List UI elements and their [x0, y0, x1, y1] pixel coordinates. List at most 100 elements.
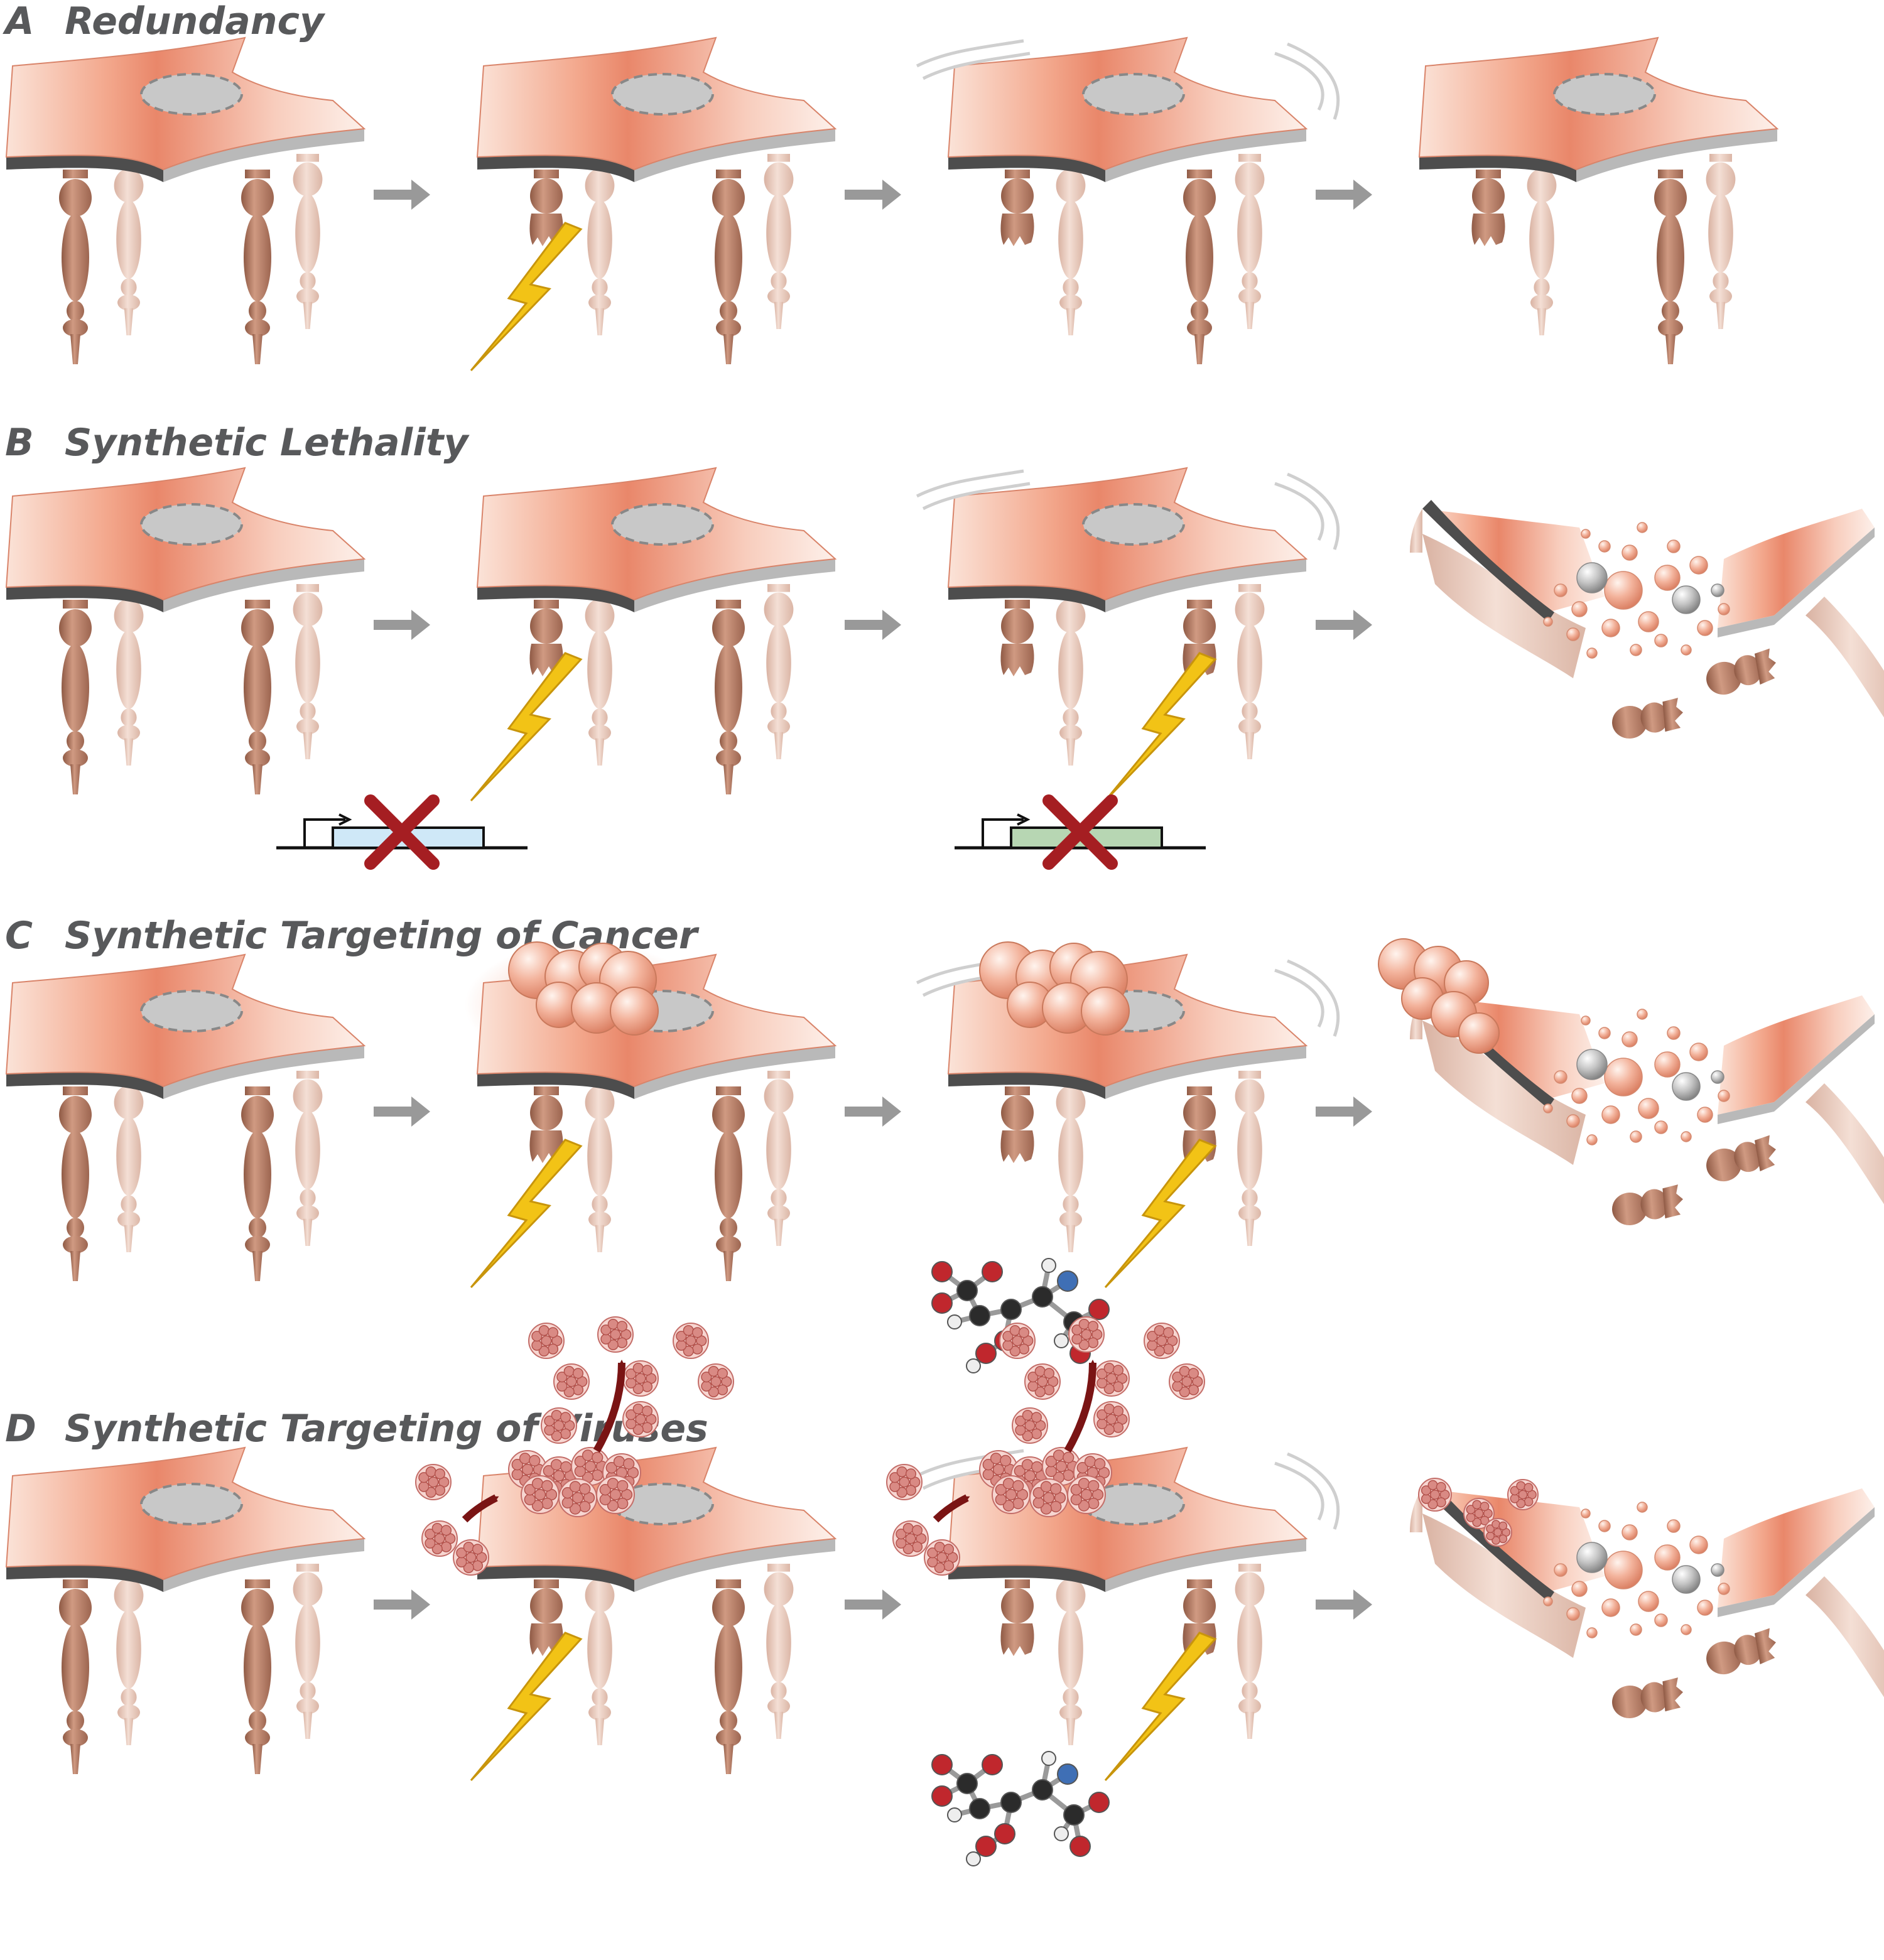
virus-spike [1040, 1481, 1053, 1493]
virus-spike [1027, 1372, 1039, 1383]
nucleus [1082, 1483, 1185, 1525]
nucleus [1553, 73, 1656, 116]
leg-knob [585, 1578, 615, 1613]
leg-front-left [1000, 1086, 1034, 1163]
virus-spike [456, 1556, 467, 1567]
virus-spike [676, 1340, 687, 1351]
virus-spike [1050, 1500, 1062, 1513]
leg-bulb [117, 1704, 140, 1721]
leg-shaft [1237, 624, 1262, 703]
cell-debris [1630, 1130, 1642, 1143]
leg-knob [1056, 598, 1086, 633]
leg-foot [595, 738, 605, 766]
virus-spike [1015, 1424, 1026, 1436]
tabletop-edge-right [1105, 559, 1306, 612]
leg-shaft [1237, 1110, 1262, 1189]
molecule-atom [1057, 1270, 1078, 1292]
leg-foot [1066, 1225, 1076, 1252]
tabletop-edge-right [163, 559, 364, 612]
cell-debris [1637, 1502, 1648, 1513]
leg-bulb [117, 725, 140, 741]
cell-debris [1571, 1088, 1588, 1104]
leg-front-left [1000, 600, 1034, 676]
leg-foot [124, 308, 134, 335]
molecule-atom [1057, 1763, 1078, 1785]
nucleus [140, 503, 243, 546]
leg-ring [121, 1688, 137, 1706]
leg-bulb [767, 718, 790, 735]
leg-piece [1640, 1682, 1669, 1713]
virus-particle [1067, 1475, 1106, 1514]
virus-spike [1024, 1470, 1036, 1482]
leg-stump [1000, 644, 1034, 676]
cell-debris [1654, 1613, 1668, 1627]
cell-debris [1637, 1009, 1648, 1020]
virus-spike [1524, 1497, 1534, 1507]
virus-particle [1068, 1316, 1105, 1353]
virus-spike [1063, 1451, 1075, 1464]
virus-spike [927, 1556, 938, 1567]
process-arrow [374, 180, 430, 210]
virus-spike [911, 1541, 923, 1552]
leg-knob [585, 1085, 615, 1120]
cell-debris [1637, 522, 1648, 533]
virus-spike [1510, 1486, 1520, 1496]
leg-knob [1527, 168, 1557, 203]
virus-spike [1466, 1505, 1476, 1515]
leg-knob [59, 179, 92, 217]
broken-edge-left [1422, 500, 1554, 622]
nucleus [140, 990, 243, 1032]
cell-debris [1598, 1520, 1611, 1532]
virus-spike [538, 1345, 550, 1356]
virus-particle [1042, 1447, 1081, 1486]
lightning-bolt [1104, 1139, 1217, 1289]
leg-ring [300, 1189, 316, 1207]
leg-piece [1754, 1135, 1776, 1172]
virus-spike [1106, 1414, 1117, 1425]
leg-ring [1242, 1189, 1258, 1207]
leg-ring [592, 1688, 608, 1706]
cell-table [476, 36, 837, 364]
leg-foot [1245, 1218, 1255, 1246]
virus-spike [1043, 1384, 1055, 1395]
leg-back-left [585, 590, 615, 766]
leg-knob [1235, 162, 1265, 197]
cell-table [5, 36, 366, 364]
leg-cap [767, 1564, 790, 1572]
cell-debris [1543, 617, 1553, 627]
molecule-atom [1000, 1792, 1022, 1813]
wobble-line [1287, 42, 1340, 120]
tumor-cluster [1378, 938, 1500, 1054]
virus-spike [1078, 1500, 1090, 1512]
nucleus [1082, 73, 1185, 116]
leg-ring [67, 731, 84, 751]
leg-ring [249, 1218, 266, 1238]
leg-ring [67, 1218, 84, 1238]
virus-spike [572, 1368, 584, 1379]
virus-spike [632, 1424, 644, 1435]
virus-spike [456, 1547, 467, 1559]
leg-cap [767, 584, 790, 592]
tabletop-edge-right [634, 559, 835, 612]
nucleus [611, 73, 714, 116]
leg-shaft [587, 630, 612, 709]
leg-knob [712, 1096, 745, 1134]
virus-spike [521, 1463, 534, 1476]
virus-spike [1078, 1478, 1090, 1490]
virus-spike [1103, 1363, 1115, 1374]
virus-release-arrow [1064, 1360, 1096, 1453]
virus-spike [617, 1497, 629, 1510]
leg-ring [720, 731, 737, 751]
lightning-bolt [470, 652, 583, 802]
virus-spike [566, 1376, 577, 1387]
virus-spike [1045, 1456, 1057, 1468]
virus-spike [1516, 1498, 1526, 1508]
leg-ring [720, 1711, 737, 1731]
leg-shaft [244, 214, 271, 301]
leg-cap [245, 600, 270, 609]
leg-knob [59, 1589, 92, 1627]
virus-spike [465, 1552, 477, 1563]
leg-knob [712, 179, 745, 217]
virus-spike [609, 1488, 622, 1501]
molecule-atom [947, 1314, 962, 1329]
